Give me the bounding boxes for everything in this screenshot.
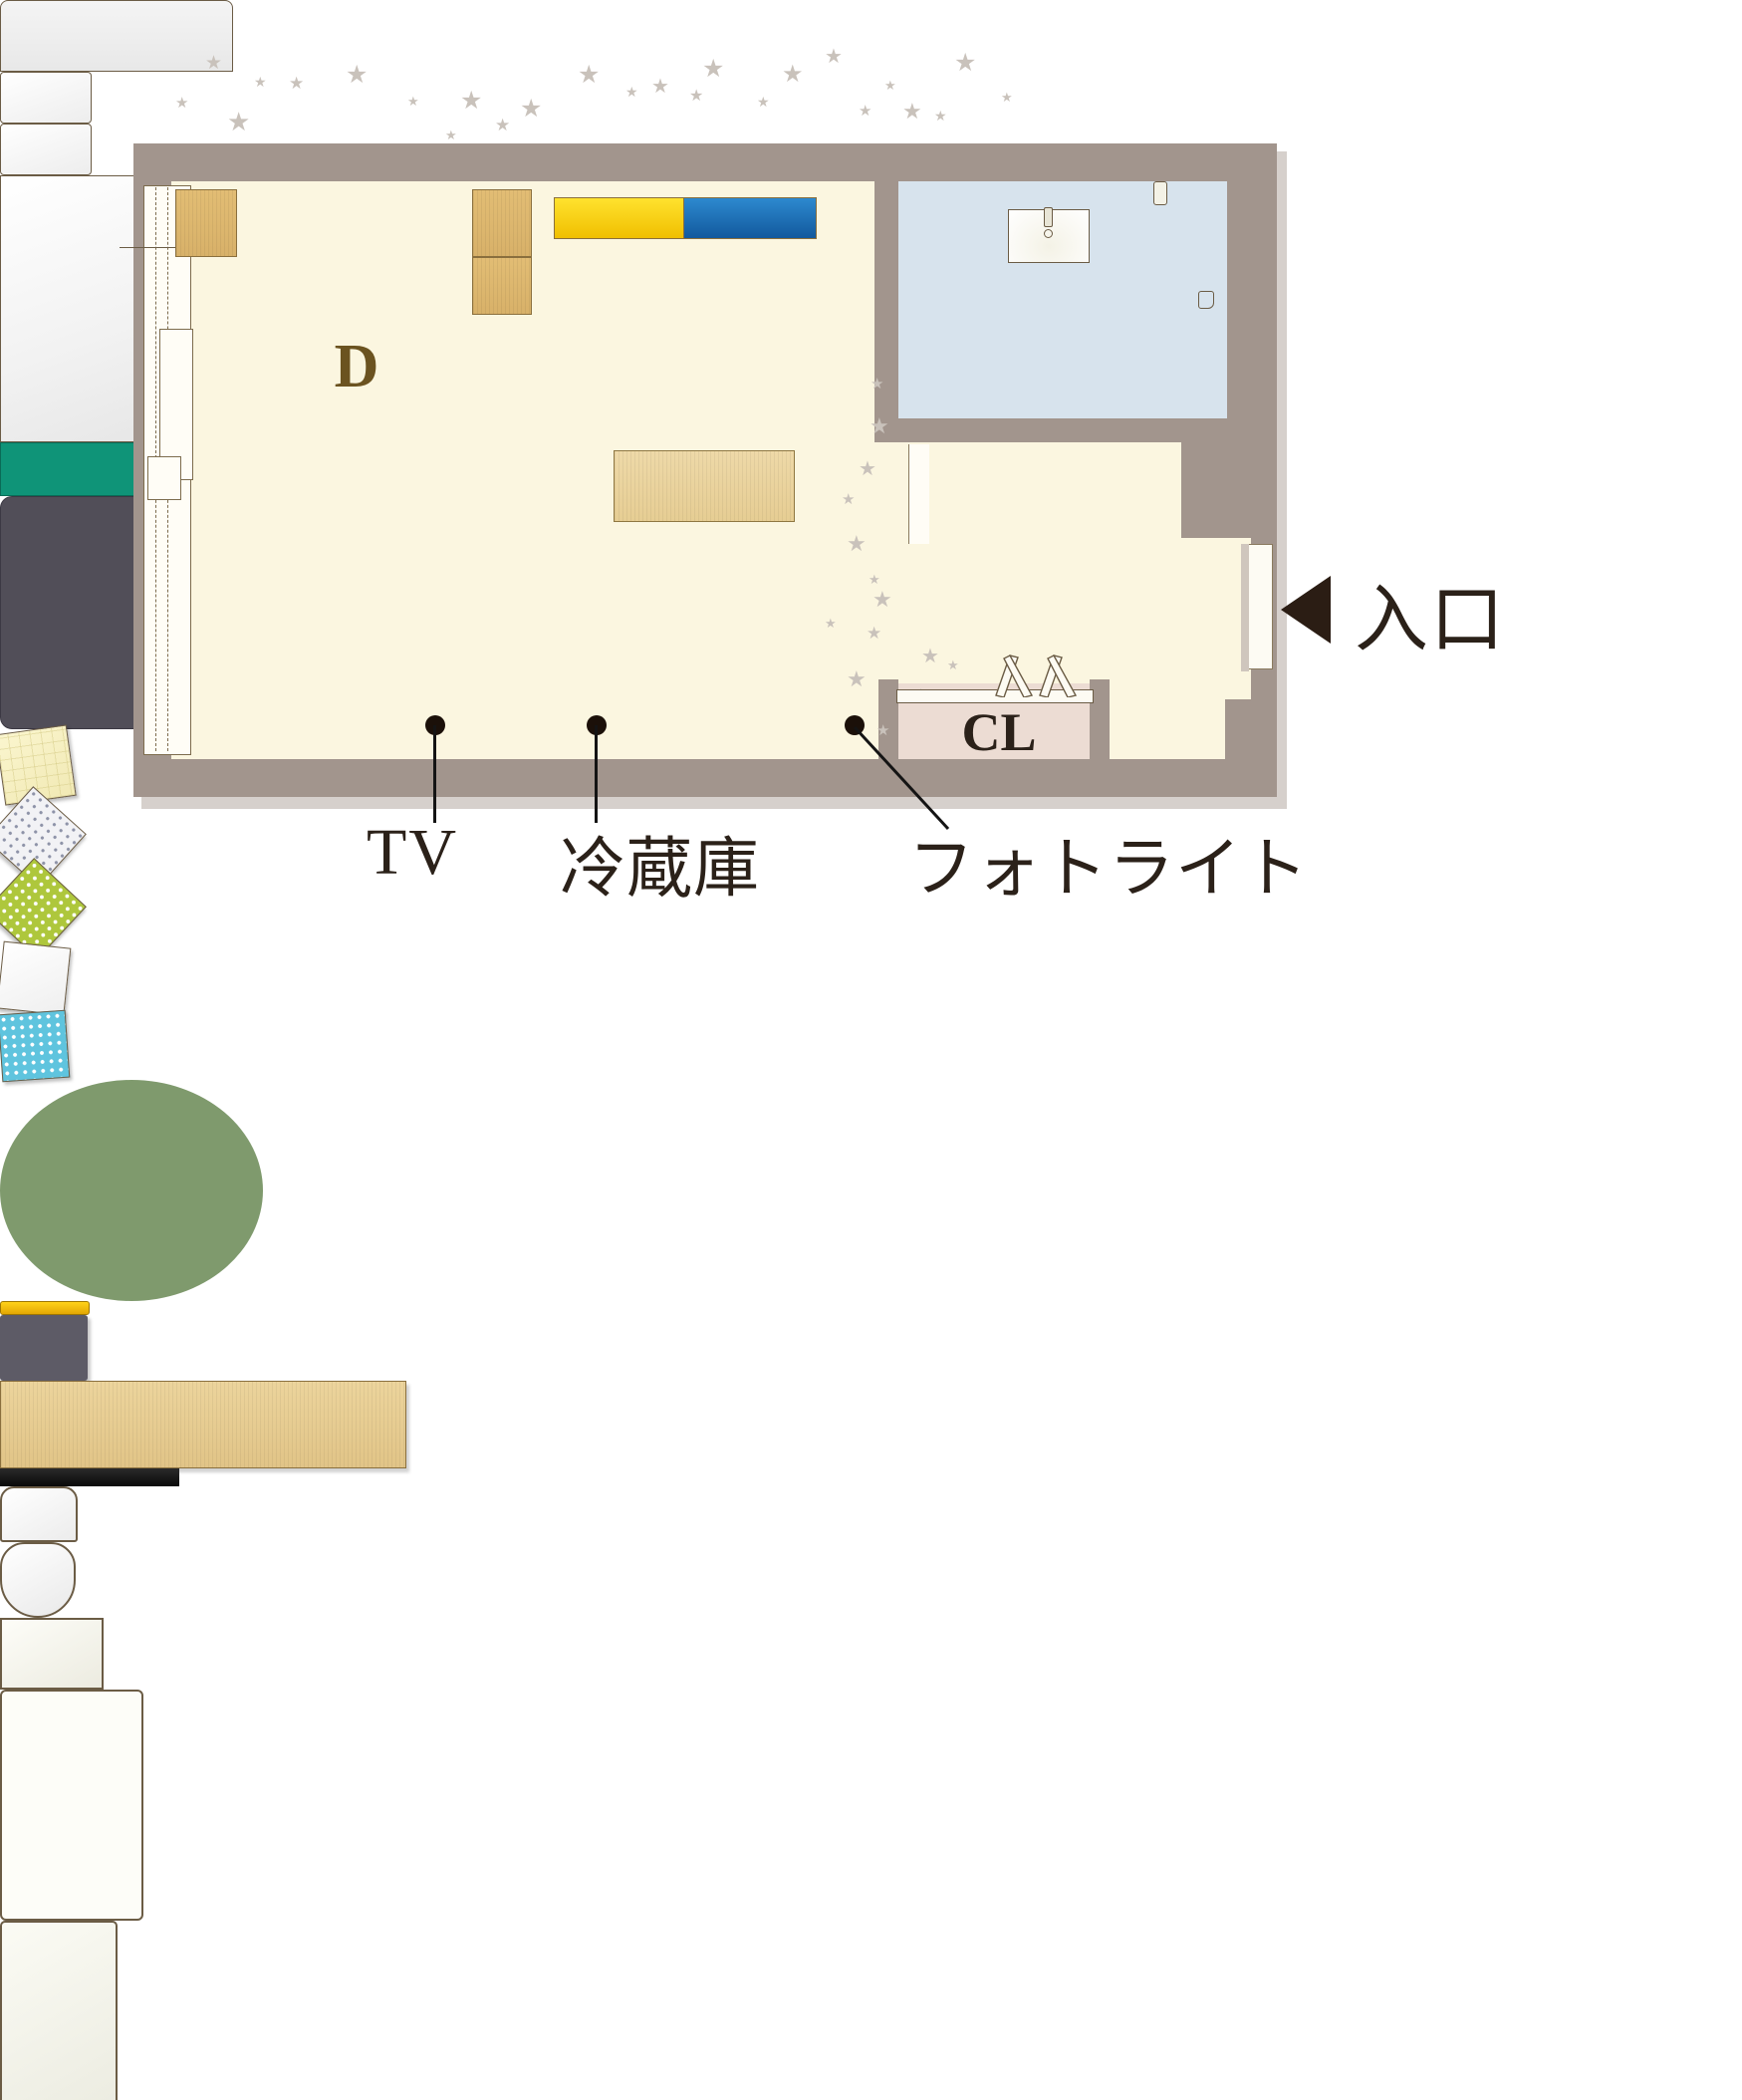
toilet-tank — [0, 1486, 78, 1542]
callout-label-tv: TV — [367, 816, 458, 889]
nightstand-right-upper — [472, 189, 532, 257]
photolight-leader-dot — [845, 715, 865, 735]
bed-label-d: D — [334, 333, 379, 400]
star-icon: ★ — [460, 86, 483, 115]
entry-hall-floor — [1125, 538, 1251, 699]
bathtub-faucet-icon — [1153, 181, 1167, 205]
coffee-table — [614, 450, 795, 522]
star-icon: ★ — [859, 102, 872, 120]
bathtub-drain-icon — [1198, 291, 1214, 309]
cushion-blue-dot — [0, 1009, 71, 1083]
window-tick-line — [120, 247, 197, 248]
nightstand-left — [175, 189, 237, 257]
round-rug — [0, 1080, 263, 1301]
star-icon: ★ — [869, 573, 880, 588]
star-icon: ★ — [847, 532, 867, 557]
star-icon: ★ — [445, 129, 457, 143]
tv-leader-line — [433, 725, 436, 823]
star-icon: ★ — [870, 414, 889, 439]
closet-wall-right — [1090, 679, 1110, 759]
curtain-panel-lower — [147, 456, 181, 500]
photolight-leader-line — [853, 725, 950, 831]
tv-stand — [0, 1381, 406, 1468]
star-icon: ★ — [847, 667, 867, 692]
star-icon: ★ — [871, 375, 884, 393]
star-icon: ★ — [867, 624, 882, 644]
bed-headboard — [0, 0, 233, 72]
bathroom-door-panel — [908, 444, 929, 544]
star-icon: ★ — [689, 86, 704, 105]
star-icon: ★ — [902, 100, 922, 125]
star-icon: ★ — [859, 456, 876, 480]
star-icon: ★ — [578, 60, 601, 89]
star-icon: ★ — [884, 79, 896, 94]
sofa-back-blue — [683, 197, 817, 239]
living-area-group — [0, 450, 1742, 1301]
entrance-arrow-icon — [1281, 576, 1331, 644]
cushion-white — [0, 940, 72, 1016]
star-icon: ★ — [254, 75, 267, 91]
star-icon: ★ — [782, 60, 804, 88]
star-icon: ★ — [921, 644, 939, 667]
bathroom-partition-wall-horizontal — [874, 418, 1227, 442]
star-icon: ★ — [934, 109, 947, 125]
floor-plan-canvas: ★ ★ ★ ★ ★ ★ ★ ★ ★ ★ ★ ★ ★ ★ ★ ★ ★ ★ ★ ★ … — [0, 0, 1506, 2100]
fridge-body — [0, 1315, 88, 1381]
bathtub-inner — [0, 1921, 118, 2100]
closet-label-cl: CL — [961, 702, 1037, 762]
star-icon: ★ — [702, 54, 725, 83]
star-icon: ★ — [407, 95, 419, 110]
bathroom-partition-wall-vertical — [874, 143, 898, 442]
star-icon: ★ — [872, 588, 892, 613]
bathtub-outer — [0, 1690, 143, 1921]
entrance-label: 入口 — [1355, 577, 1506, 662]
toilet-bowl — [0, 1542, 76, 1618]
star-icon: ★ — [947, 658, 959, 673]
nightstand-right-lower — [472, 257, 532, 315]
star-icon: ★ — [227, 108, 251, 137]
fridge-leader-line — [595, 725, 598, 823]
callout-label-photolight: フォトライト — [908, 830, 1309, 907]
pillow-right — [0, 124, 92, 175]
closet-folding-doors-icon — [995, 655, 1078, 697]
sink-drain-icon — [1044, 229, 1053, 238]
tv-panel — [0, 1468, 179, 1486]
entrance-door-jamb — [1241, 544, 1249, 671]
star-icon: ★ — [520, 94, 543, 123]
sofa-back-yellow — [554, 197, 685, 239]
pillow-left — [0, 72, 92, 124]
sink-basin — [0, 1618, 104, 1690]
star-icon: ★ — [651, 74, 669, 98]
star-icon: ★ — [289, 74, 305, 94]
star-icon: ★ — [1001, 91, 1013, 106]
bathroom-group — [0, 181, 1742, 2100]
star-icon: ★ — [175, 94, 189, 112]
star-icon: ★ — [346, 60, 369, 89]
star-icon: ★ — [876, 721, 890, 739]
star-icon: ★ — [495, 116, 511, 135]
star-icon: ★ — [825, 44, 843, 68]
star-icon: ★ — [205, 52, 223, 74]
tv-stand-group — [0, 1301, 1742, 1486]
star-icon: ★ — [825, 617, 837, 632]
closet-wall-left — [878, 679, 898, 759]
star-icon: ★ — [954, 48, 977, 77]
entrance-door-leaf[interactable] — [1247, 544, 1273, 669]
curtain-panel-upper — [159, 329, 193, 480]
star-icon: ★ — [625, 85, 638, 101]
callout-label-fridge: 冷蔵庫 — [560, 830, 760, 907]
star-icon: ★ — [757, 95, 770, 111]
kettle-top — [0, 1301, 90, 1315]
star-icon: ★ — [842, 490, 856, 508]
sink-faucet-icon — [1044, 207, 1053, 227]
